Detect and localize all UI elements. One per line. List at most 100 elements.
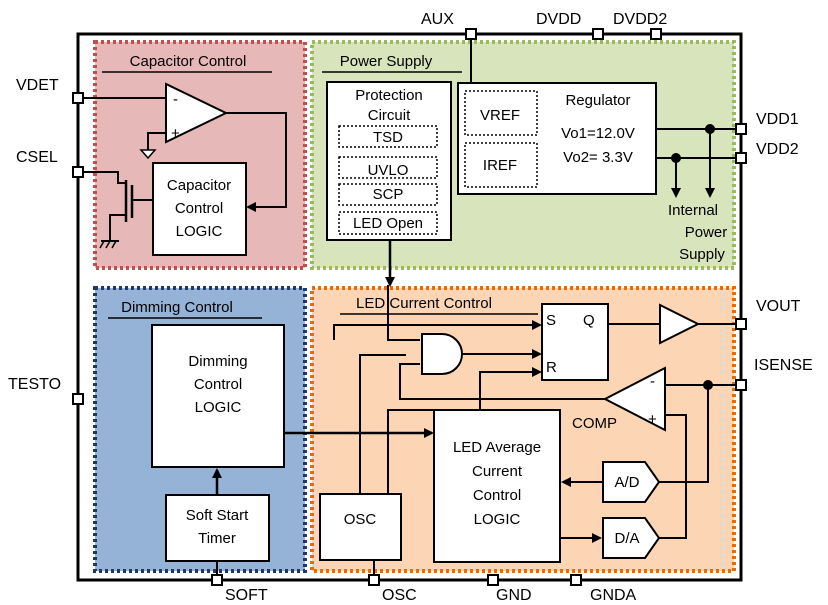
isense-to-ad-wire (659, 385, 709, 483)
uvlo-box (338, 156, 438, 179)
label-gnda: GNDA (590, 587, 637, 604)
comp-minus-label: - (650, 373, 655, 390)
comp-label: COMP (572, 415, 617, 432)
osc-block-label: OSC (344, 511, 377, 528)
comparator (602, 366, 666, 432)
pin-dvdd (592, 28, 604, 40)
power-supply-title: Power Supply (340, 53, 433, 70)
transistor-source-wire (109, 214, 126, 240)
label-gnd: GND (496, 587, 532, 604)
vref-box (464, 90, 538, 136)
tsd-box (338, 125, 438, 148)
sr-flipflop (541, 303, 609, 381)
internal-line-1: Internal (668, 202, 718, 219)
internal-line-2: Power (685, 224, 728, 241)
uvlo-label: UVLO (368, 162, 409, 179)
ad-converter (602, 461, 661, 503)
vo1-label: Vo1=12.0V (561, 125, 635, 142)
vo2-label: Vo2= 3.3V (563, 149, 633, 166)
da-converter (602, 517, 661, 559)
capacitor-opamp (165, 82, 229, 144)
pin-vdet (72, 92, 84, 104)
comp-plus-label: + (648, 411, 657, 428)
capacitor-control-title: Capacitor Control (130, 53, 247, 70)
pin-vdd2 (735, 152, 747, 164)
comp-output-wire (399, 363, 605, 400)
pin-testo (72, 393, 84, 405)
ff-s-label: S (546, 312, 556, 329)
internal-line-3: Supply (679, 246, 725, 263)
osc-block (319, 493, 402, 561)
led-avg-line-3: Control (473, 487, 521, 504)
label-isense: ISENSE (754, 357, 813, 374)
protection-line-2: Circuit (368, 107, 411, 124)
pin-isense (735, 379, 747, 391)
capacitor-logic-line-2: Control (175, 200, 223, 217)
capacitor-opamp-plus: + (171, 125, 180, 142)
ff-q-label: Q (583, 312, 595, 329)
dimming-control-title: Dimming Control (121, 299, 233, 316)
pin-vdd1 (735, 123, 747, 135)
pin-vout (735, 318, 747, 330)
label-soft: SOFT (225, 587, 268, 604)
osc-to-ff-wire (359, 354, 406, 494)
dimming-logic-line-2: Control (194, 376, 242, 393)
capacitor-control-logic (152, 162, 247, 256)
capacitor-logic-line-1: Capacitor (167, 177, 231, 194)
label-aux: AUX (421, 11, 454, 28)
ad-label: A/D (614, 474, 639, 491)
label-vdd1: VDD1 (756, 111, 799, 128)
osc-reset-wire (387, 367, 542, 494)
iref-box (464, 142, 538, 188)
ground-symbol (139, 149, 157, 160)
label-dvdd: DVDD (536, 11, 581, 28)
pin-aux (465, 28, 477, 40)
iref-label: IREF (483, 157, 517, 174)
da-label: D/A (614, 530, 639, 547)
da-to-comp-wire (659, 414, 687, 539)
tsd-label: TSD (373, 129, 403, 146)
pin-csel (72, 166, 84, 178)
and-gate (421, 333, 463, 375)
led-open-label: LED Open (353, 215, 423, 232)
led-avg-line-1: LED Average (453, 439, 541, 456)
label-osc: OSC (382, 587, 417, 604)
protection-line-1: Protection (355, 87, 423, 104)
pin-dvdd2 (650, 28, 662, 40)
soft-start-timer (165, 494, 270, 562)
opamp-ground-wire (147, 132, 166, 150)
ground-hatch-3 (111, 240, 117, 249)
led-avg-line-4: LOGIC (474, 511, 521, 528)
pin-osc (368, 574, 380, 586)
capacitor-opamp-minus: - (173, 91, 178, 108)
led-average-logic (433, 409, 561, 563)
pin-gnd (487, 574, 499, 586)
regulator-title: Regulator (565, 92, 630, 109)
soft-start-line-2: Timer (198, 530, 236, 547)
label-vdet: VDET (16, 77, 59, 94)
soft-start-line-1: Soft Start (186, 507, 249, 524)
label-vdd2: VDD2 (756, 141, 799, 158)
led-current-control-title: LED Current Control (356, 295, 492, 312)
dimming-control-logic (151, 324, 285, 468)
opamp-output-wire (226, 112, 287, 212)
capacitor-logic-line-3: LOGIC (176, 223, 223, 240)
ground-hatch-1 (99, 240, 105, 249)
led-open-box (338, 211, 438, 235)
vref-label: VREF (480, 107, 520, 124)
label-testo: TESTO (8, 376, 61, 393)
csel-wire (78, 171, 126, 184)
scp-box (338, 183, 438, 206)
ff-r-label: R (546, 359, 557, 376)
led-avg-line-2: Current (472, 463, 523, 480)
dimming-logic-line-1: Dimming (188, 353, 247, 370)
setting-line-to-s (333, 320, 542, 340)
pin-gnda (570, 574, 582, 586)
scp-label: SCP (373, 186, 404, 203)
pin-soft (211, 574, 223, 586)
label-dvdd2: DVDD2 (613, 11, 667, 28)
protection-to-and-wire (387, 285, 420, 341)
label-csel: CSEL (16, 149, 58, 166)
label-vout: VOUT (756, 298, 801, 315)
